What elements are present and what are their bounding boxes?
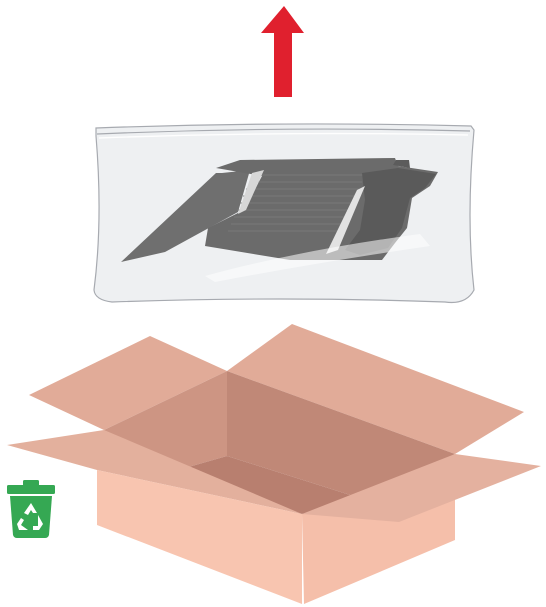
cardboard-box — [7, 324, 541, 604]
up-arrow-icon — [261, 6, 304, 97]
recycle-bin-icon — [7, 480, 55, 538]
bin-lid — [7, 485, 55, 494]
bin-body — [10, 496, 52, 538]
plastic-bag — [94, 124, 474, 303]
